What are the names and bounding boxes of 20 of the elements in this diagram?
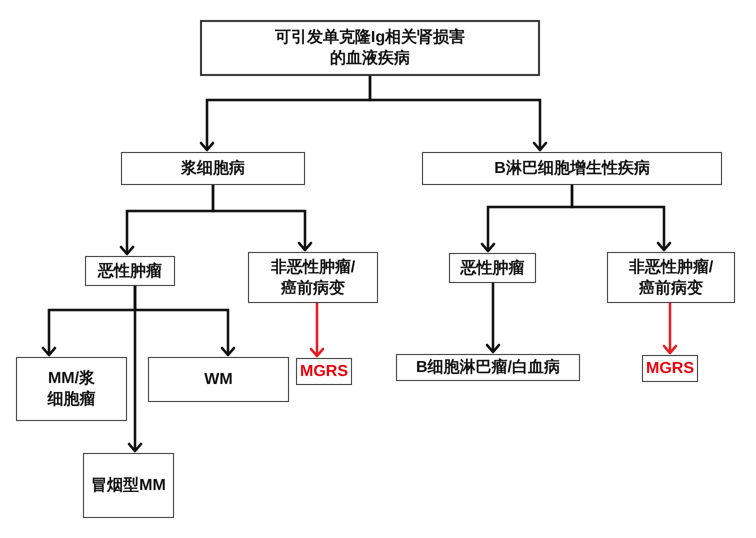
arrow: [368, 76, 548, 152]
arrow: [212, 185, 312, 252]
text-box: 非恶性肿瘤/癌前病变: [248, 252, 378, 303]
arrow: [570, 185, 672, 252]
text-box: B淋巴细胞增生性疾病: [422, 152, 722, 185]
text-box: MM/浆细胞瘤: [16, 357, 127, 421]
text-box: 可引发单克隆Ig相关肾损害的血液疾病: [200, 20, 540, 76]
text-box: MGRS: [296, 358, 352, 385]
text-box: 非恶性肿瘤/癌前病变: [607, 252, 735, 303]
arrow: [128, 286, 142, 452]
text-box: MGRS: [642, 355, 698, 382]
arrow: [662, 303, 678, 354]
text-box: B细胞淋巴瘤/白血病: [396, 354, 580, 381]
arrow: [310, 303, 324, 358]
text-box: 冒烟型MM: [83, 453, 174, 518]
text-box: WM: [148, 357, 289, 402]
arrow: [486, 283, 500, 354]
text-box: 浆细胞病: [121, 152, 305, 185]
text-box: 恶性肿瘤: [85, 256, 175, 286]
text-box: 恶性肿瘤: [449, 253, 536, 283]
